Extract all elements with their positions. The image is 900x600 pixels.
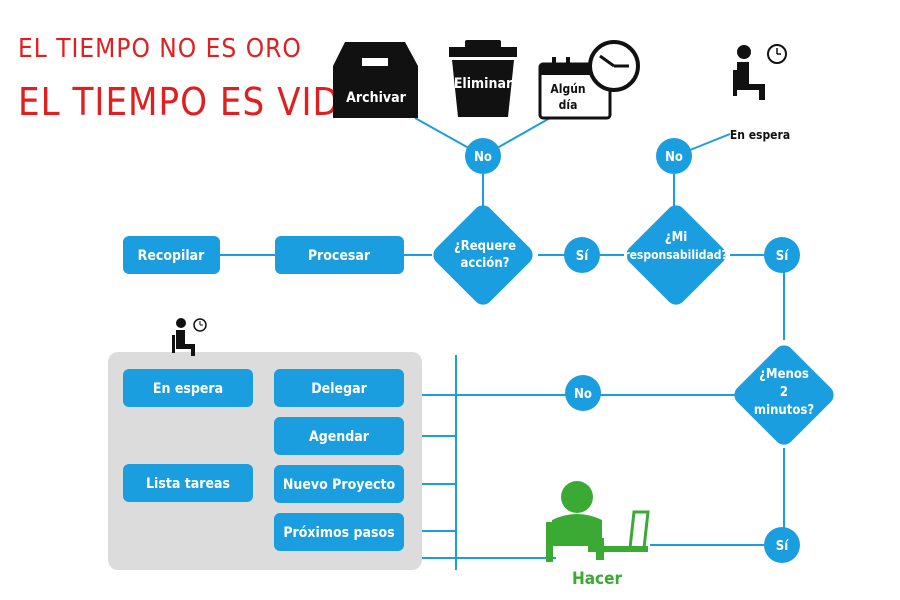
trash-icon: Eliminar — [449, 40, 517, 117]
person-laptop-icon — [546, 481, 650, 562]
decision-action-line1: ¿Requere — [454, 239, 516, 254]
answer-yes-action-label: Sí — [576, 249, 589, 264]
decision-responsibility: ¿Mi responsabilidad? — [624, 205, 728, 305]
answer-yes-resp: Sí — [764, 237, 800, 273]
calendar-clock-icon: Algún día — [538, 40, 640, 120]
answer-no-top-left-label: No — [474, 150, 492, 165]
list-delegate-box: Delegar — [274, 369, 404, 407]
archive-label: Archivar — [346, 90, 406, 106]
waiting-person-icon — [733, 44, 787, 100]
title-line-2: EL TIEMPO ES VIDA — [18, 80, 364, 124]
process-label: Procesar — [308, 248, 371, 264]
answer-no-minutes: No — [565, 375, 601, 411]
list-schedule-label: Agendar — [309, 429, 370, 445]
waiting-label: En espera — [730, 128, 790, 142]
collect-label: Recopilar — [138, 248, 206, 264]
list-next-steps-box: Próximos pasos — [274, 513, 404, 551]
decision-min-line3: minutos? — [754, 403, 814, 418]
list-delegate-label: Delegar — [311, 381, 367, 397]
answer-no-minutes-label: No — [574, 387, 592, 402]
answer-no-top-left: No — [465, 138, 501, 174]
answer-yes-minutes: Sí — [764, 527, 800, 563]
process-box: Procesar — [275, 236, 404, 274]
delete-label: Eliminar — [454, 76, 513, 92]
list-waiting-box: En espera — [123, 369, 253, 407]
decision-min-line1: ¿Menos — [759, 367, 809, 382]
decision-action: ¿Requere acción? — [433, 205, 533, 305]
decision-resp-line2: responsabilidad? — [624, 248, 727, 262]
do-label: Hacer — [572, 569, 623, 589]
decision-two-minutes: ¿Menos 2 minutos? — [734, 345, 834, 445]
list-tasks-label: Lista tareas — [146, 476, 230, 492]
answer-yes-minutes-label: Sí — [776, 539, 789, 554]
list-tasks-box: Lista tareas — [123, 464, 253, 502]
archive-icon: Archivar — [333, 42, 418, 118]
someday-label-2: día — [559, 98, 578, 112]
answer-yes-resp-label: Sí — [776, 249, 789, 264]
answer-yes-action: Sí — [564, 237, 600, 273]
someday-label-1: Algún — [550, 82, 585, 96]
waiting-person-small-icon — [172, 318, 207, 356]
list-new-project-box: Nuevo Proyecto — [274, 465, 404, 503]
decision-min-line2: 2 — [780, 385, 788, 400]
list-new-project-label: Nuevo Proyecto — [283, 477, 396, 493]
answer-no-top-right-label: No — [665, 150, 683, 165]
answer-no-top-right: No — [656, 138, 692, 174]
list-waiting-label: En espera — [153, 381, 223, 397]
decision-resp-line1: ¿Mi — [665, 230, 687, 245]
decision-action-line2: acción? — [461, 256, 510, 271]
list-schedule-box: Agendar — [274, 417, 404, 455]
list-next-steps-label: Próximos pasos — [283, 525, 394, 541]
title-line-1: EL TIEMPO NO ES ORO — [18, 34, 302, 64]
collect-box: Recopilar — [123, 236, 220, 274]
